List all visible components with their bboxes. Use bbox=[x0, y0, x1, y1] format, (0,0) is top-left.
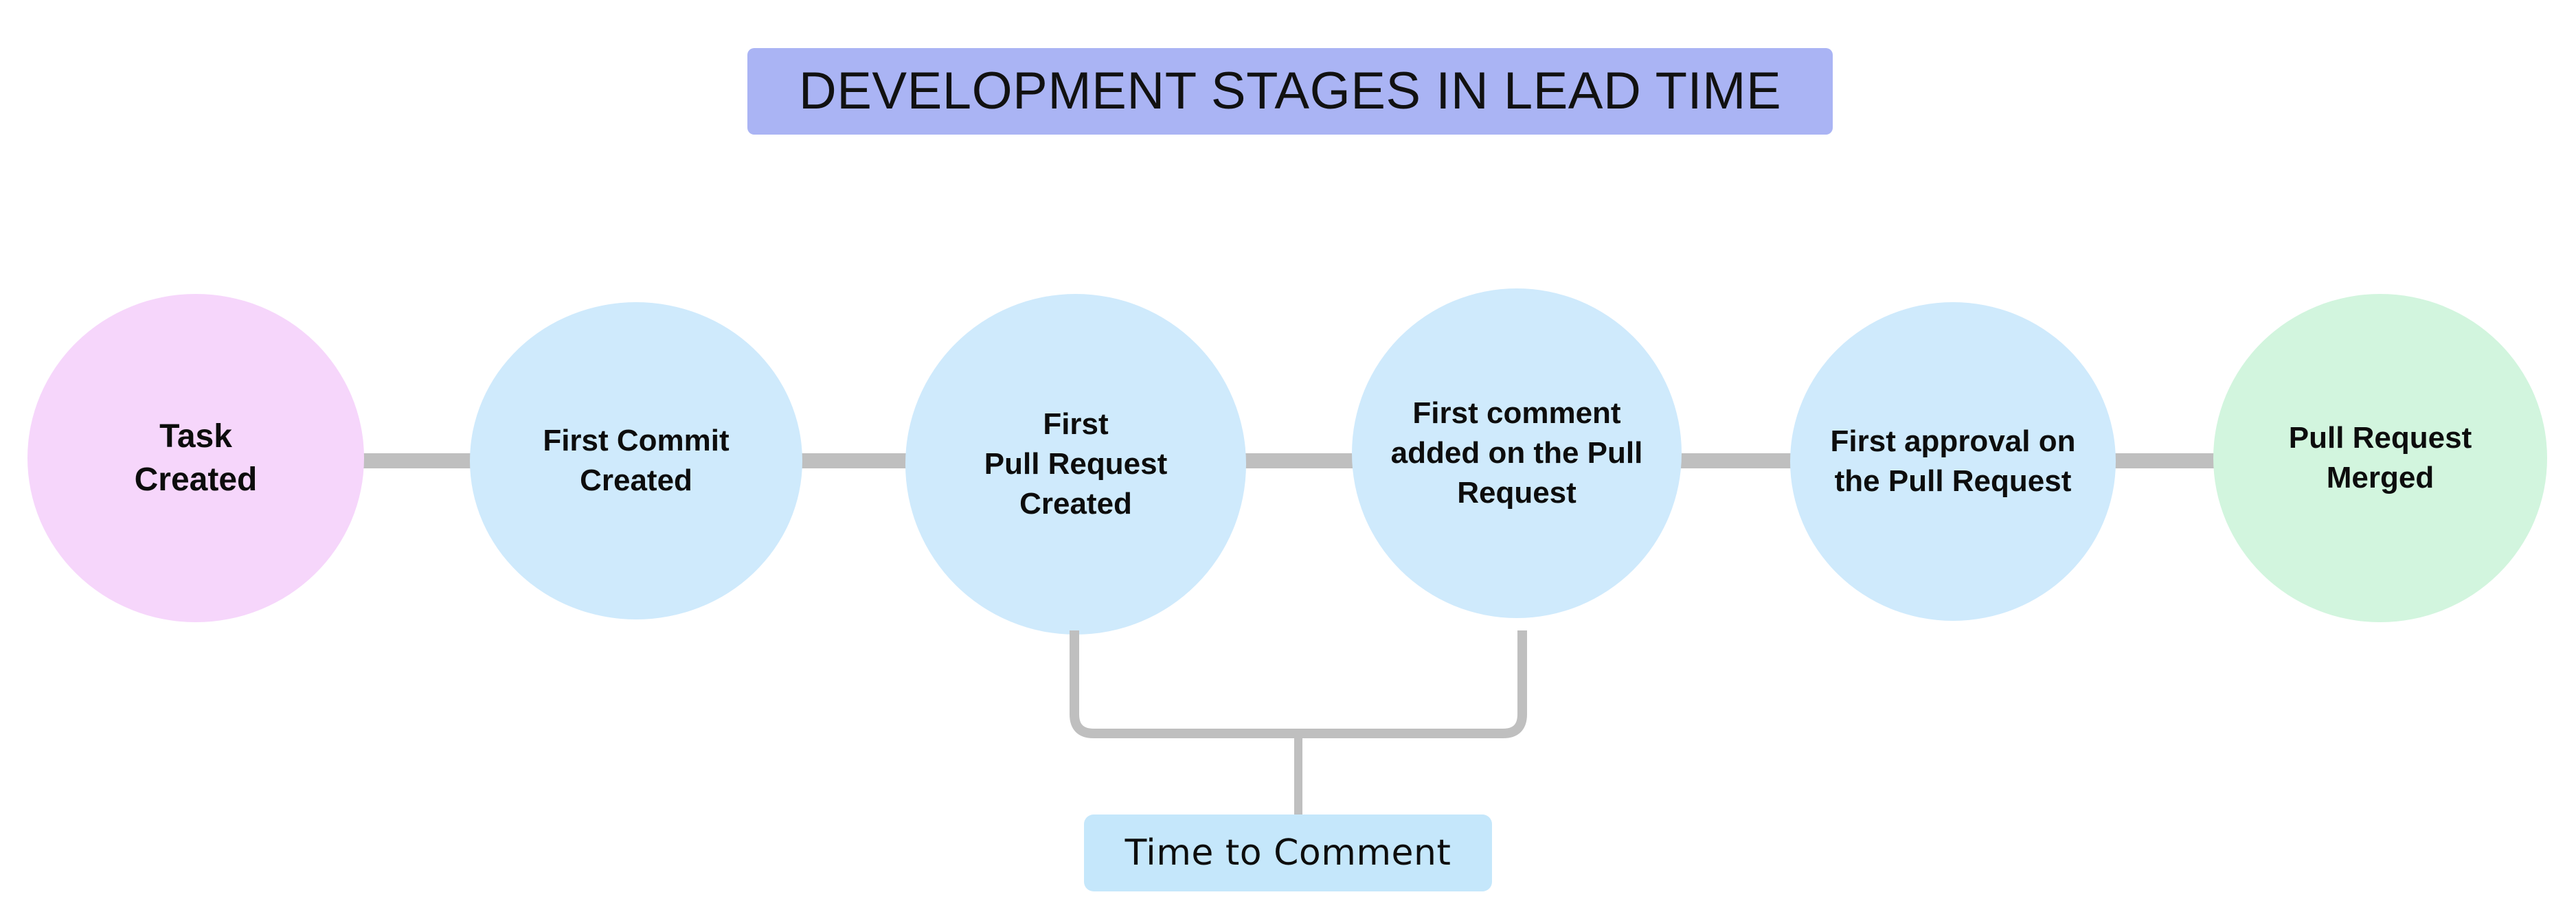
page-title: DEVELOPMENT STAGES IN LEAD TIME bbox=[798, 62, 1782, 120]
node-pull-request-merged[interactable]: Pull Request Merged bbox=[2213, 294, 2547, 622]
annotation-time-to-comment-label: Time to Comment bbox=[1125, 832, 1451, 874]
node-first-commit-label: First Commit Created bbox=[543, 423, 730, 497]
node-first-approval[interactable]: First approval on the Pull Request bbox=[1790, 302, 2116, 621]
node-task-created-label: Task Created bbox=[134, 418, 258, 498]
node-first-pull-request[interactable]: First Pull Request Created bbox=[905, 294, 1246, 635]
node-pull-request-merged-label: Pull Request Merged bbox=[2288, 420, 2472, 494]
connector-first-pull-request-to-first-comment bbox=[1241, 453, 1355, 468]
bracket-time-to-comment bbox=[1070, 630, 1527, 817]
node-first-comment-label: First comment added on the Pull Request bbox=[1390, 396, 1643, 510]
node-first-comment[interactable]: First comment added on the Pull Request bbox=[1352, 288, 1682, 618]
diagram-title-banner: DEVELOPMENT STAGES IN LEAD TIME bbox=[747, 48, 1833, 135]
connector-task-created-to-first-commit bbox=[363, 453, 471, 468]
connector-first-commit-to-first-pull-request bbox=[801, 453, 911, 468]
connector-first-approval-to-pull-request-merged bbox=[2113, 453, 2215, 468]
node-first-commit[interactable]: First Commit Created bbox=[470, 302, 802, 619]
node-task-created[interactable]: Task Created bbox=[27, 294, 364, 622]
node-first-approval-label: First approval on the Pull Request bbox=[1830, 424, 2076, 498]
connector-first-comment-to-first-approval bbox=[1679, 453, 1792, 468]
annotation-time-to-comment[interactable]: Time to Comment bbox=[1084, 814, 1492, 891]
node-first-pull-request-label: First Pull Request Created bbox=[984, 407, 1168, 521]
